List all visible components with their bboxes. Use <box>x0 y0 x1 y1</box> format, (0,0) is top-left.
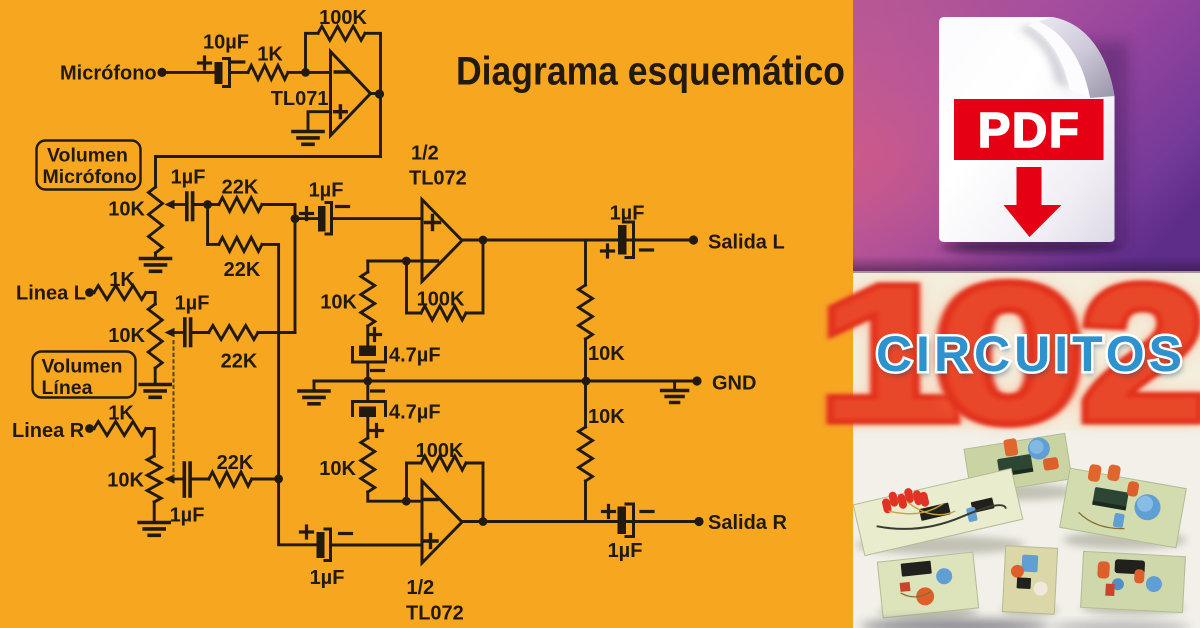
svg-text:0: 0 <box>935 247 1083 460</box>
svg-text:1: 1 <box>818 247 961 460</box>
svg-text:10K: 10K <box>108 325 145 347</box>
svg-text:1/2: 1/2 <box>407 577 435 599</box>
svg-text:TL072: TL072 <box>406 603 464 625</box>
svg-text:0: 0 <box>935 247 1083 460</box>
svg-text:10K: 10K <box>588 406 625 428</box>
svg-text:22K: 22K <box>224 259 261 281</box>
svg-text:10µF: 10µF <box>203 32 249 54</box>
svg-text:1µF: 1µF <box>171 167 206 189</box>
svg-text:Linea L: Linea L <box>16 283 86 305</box>
svg-text:0: 0 <box>935 247 1083 460</box>
svg-text:1µF: 1µF <box>170 505 205 527</box>
svg-text:TL071: TL071 <box>271 88 329 110</box>
svg-text:TL072: TL072 <box>409 168 467 190</box>
svg-text:10K: 10K <box>320 292 357 314</box>
svg-text:100K: 100K <box>416 440 464 462</box>
svg-text:Micrófono: Micrófono <box>43 166 137 188</box>
svg-text:Linea R: Linea R <box>12 420 85 442</box>
svg-text:10K: 10K <box>319 458 356 480</box>
svg-text:GND: GND <box>712 373 756 395</box>
svg-text:100K: 100K <box>319 7 367 29</box>
svg-text:1µF: 1µF <box>608 540 643 562</box>
svg-text:Micrófono: Micrófono <box>60 63 157 85</box>
svg-text:Volumen: Volumen <box>47 145 128 167</box>
svg-text:1µF: 1µF <box>309 180 344 202</box>
svg-text:1µF: 1µF <box>175 293 210 315</box>
svg-text:2: 2 <box>1080 247 1200 460</box>
svg-text:10K: 10K <box>107 470 144 492</box>
svg-text:4.7µF: 4.7µF <box>389 402 441 424</box>
svg-text:1K: 1K <box>108 403 134 425</box>
svg-text:1K: 1K <box>257 44 283 66</box>
svg-text:22K: 22K <box>221 351 258 373</box>
svg-text:PDF: PDF <box>978 104 1081 158</box>
svg-text:Diagrama esquemático: Diagrama esquemático <box>456 50 845 94</box>
svg-text:100K: 100K <box>417 289 465 311</box>
svg-text:4.7µF: 4.7µF <box>389 345 441 367</box>
svg-text:Volumen: Volumen <box>42 356 123 378</box>
svg-text:1: 1 <box>818 247 961 460</box>
svg-text:22K: 22K <box>222 177 259 199</box>
svg-text:Salida L: Salida L <box>708 232 785 254</box>
svg-text:CIRCUITOS: CIRCUITOS <box>878 330 1188 386</box>
svg-text:1µF: 1µF <box>610 203 645 225</box>
svg-text:1/2: 1/2 <box>411 143 439 165</box>
svg-text:1µF: 1µF <box>310 567 345 589</box>
svg-text:22K: 22K <box>217 452 254 474</box>
svg-text:Línea: Línea <box>42 377 93 399</box>
svg-text:2: 2 <box>1080 247 1200 460</box>
svg-text:10K: 10K <box>588 343 625 365</box>
svg-text:2: 2 <box>1080 247 1200 460</box>
svg-text:Salida R: Salida R <box>708 512 787 534</box>
svg-text:10K: 10K <box>108 199 145 221</box>
svg-text:CIRCUITOS: CIRCUITOS <box>876 326 1186 382</box>
svg-text:1: 1 <box>818 247 961 460</box>
